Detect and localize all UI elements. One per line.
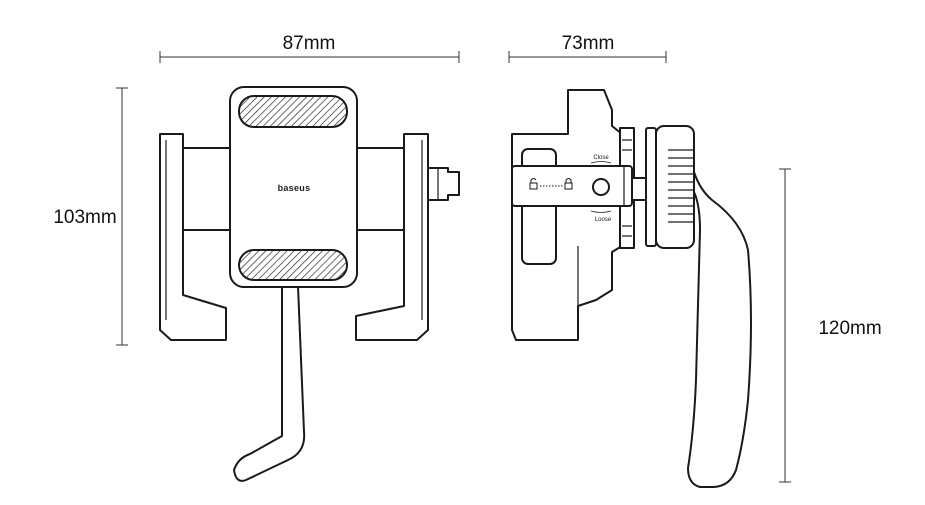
loose-label: Loose: [595, 217, 612, 223]
lock-closed-icon: [564, 178, 573, 190]
dim-side-height: 120mm: [779, 168, 882, 483]
lock-open-icon: [529, 178, 538, 190]
mount-handle: [687, 171, 752, 488]
close-arrow-icon: [590, 161, 612, 164]
front-view: baseus: [159, 86, 460, 482]
dim-side-height-label: 120mm: [818, 318, 881, 339]
band-screw: [592, 178, 610, 196]
bottom-grip-pad: [238, 249, 348, 281]
brand-logo-text: baseus: [278, 183, 311, 193]
tightening-knob: [655, 125, 695, 249]
dim-side-width: 73mm: [508, 33, 667, 63]
side-view: Close Loose: [511, 89, 752, 488]
joint-threads: [622, 139, 632, 237]
right-clamp: [355, 133, 429, 341]
dim-front-height: 103mm: [53, 87, 128, 346]
loose-arrow-icon: [590, 210, 612, 213]
dim-front-width: 87mm: [159, 33, 460, 63]
mount-rod: [233, 285, 306, 482]
dim-front-width-label: 87mm: [283, 33, 336, 54]
knob-ridges: [668, 149, 694, 223]
dim-side-width-label: 73mm: [562, 33, 615, 54]
close-label: Close: [593, 155, 609, 161]
top-grip-pad: [238, 95, 348, 128]
left-clamp: [159, 133, 227, 341]
dim-front-height-label: 103mm: [53, 207, 116, 228]
joint-neck: [631, 177, 647, 201]
knob-flange: [645, 127, 657, 247]
